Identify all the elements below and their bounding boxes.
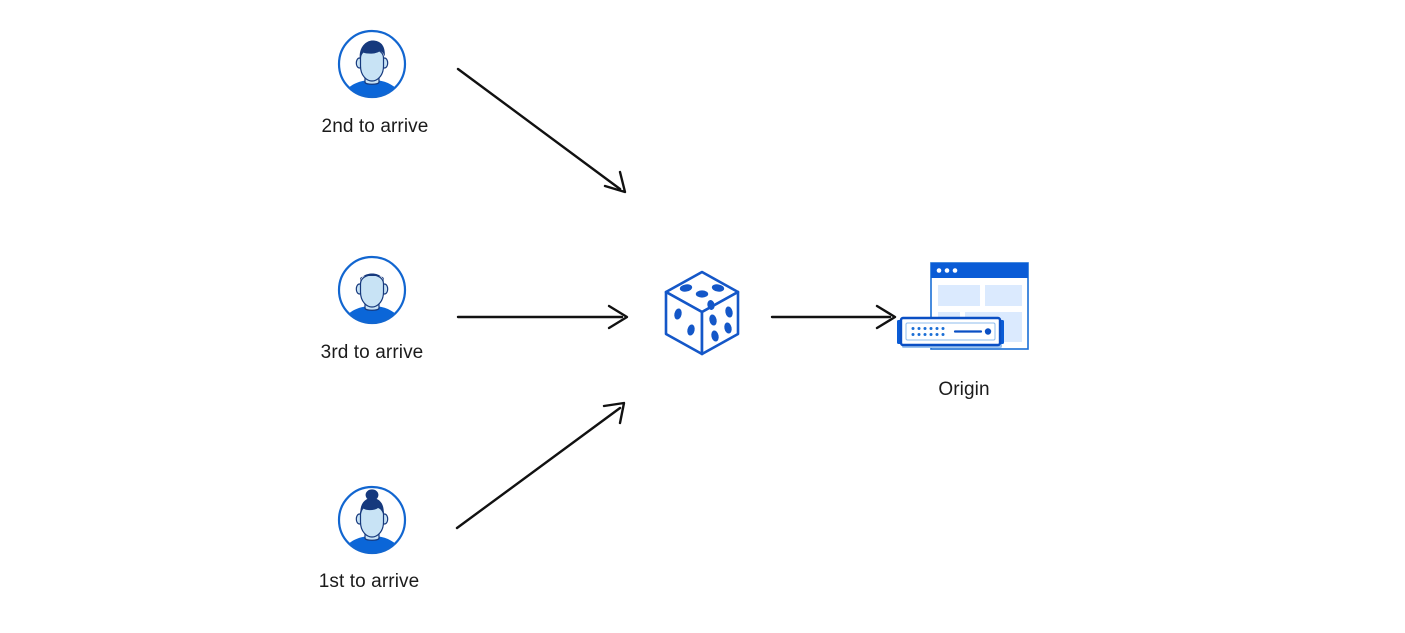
dice-node[interactable] — [660, 266, 744, 366]
edge-dice-to-origin — [770, 304, 897, 330]
origin-label: Origin — [938, 379, 990, 400]
client-label-3rd: 3rd to arrive — [320, 342, 424, 363]
edge-3rd-to-dice — [456, 304, 629, 330]
client-node-2nd[interactable] — [336, 28, 408, 100]
edge-1st-to-dice — [455, 401, 626, 530]
client-node-1st[interactable] — [336, 484, 408, 556]
server-device-icon — [897, 316, 1004, 348]
edge-2nd-to-dice — [456, 67, 627, 194]
origin-server-icon — [897, 262, 1029, 350]
client-label-1st: 1st to arrive — [318, 571, 420, 592]
client-label-2nd: 2nd to arrive — [321, 116, 429, 137]
user-avatar-icon — [337, 29, 407, 99]
user-avatar-icon — [337, 255, 407, 325]
client-node-3rd[interactable] — [336, 254, 408, 326]
user-avatar-icon — [337, 485, 407, 555]
origin-node[interactable] — [893, 256, 1038, 366]
dice-icon — [664, 270, 740, 356]
